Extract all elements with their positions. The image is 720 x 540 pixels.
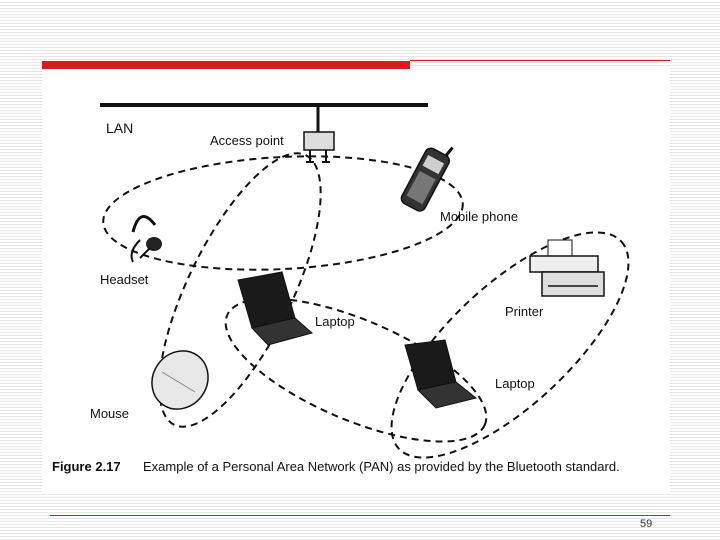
label-mouse: Mouse	[90, 406, 129, 421]
label-headset: Headset	[100, 272, 149, 287]
label-laptop-2: Laptop	[495, 376, 535, 391]
laptop-2-icon	[404, 339, 478, 409]
label-printer: Printer	[505, 304, 544, 319]
title-rule	[410, 60, 670, 61]
title-accent-bar	[42, 61, 410, 69]
label-access-point: Access point	[210, 133, 284, 148]
figure-number: Figure 2.17	[52, 459, 121, 474]
piconet-printer-laptop	[390, 231, 630, 459]
printer-icon	[529, 239, 605, 297]
footer-rule	[50, 515, 670, 516]
headset-icon	[130, 215, 162, 263]
label-lan: LAN	[106, 120, 133, 136]
figure-caption: Example of a Personal Area Network (PAN)…	[143, 459, 620, 474]
piconet-laptop-pair	[224, 297, 488, 443]
mobile-phone-icon	[400, 146, 454, 212]
page-number: 59	[640, 518, 653, 530]
mouse-icon	[151, 350, 209, 410]
piconet-phone-headset	[102, 155, 464, 271]
laptop-1-icon	[237, 271, 314, 346]
label-mobile-phone: Mobile phone	[440, 209, 518, 224]
label-laptop-1: Laptop	[315, 314, 355, 329]
